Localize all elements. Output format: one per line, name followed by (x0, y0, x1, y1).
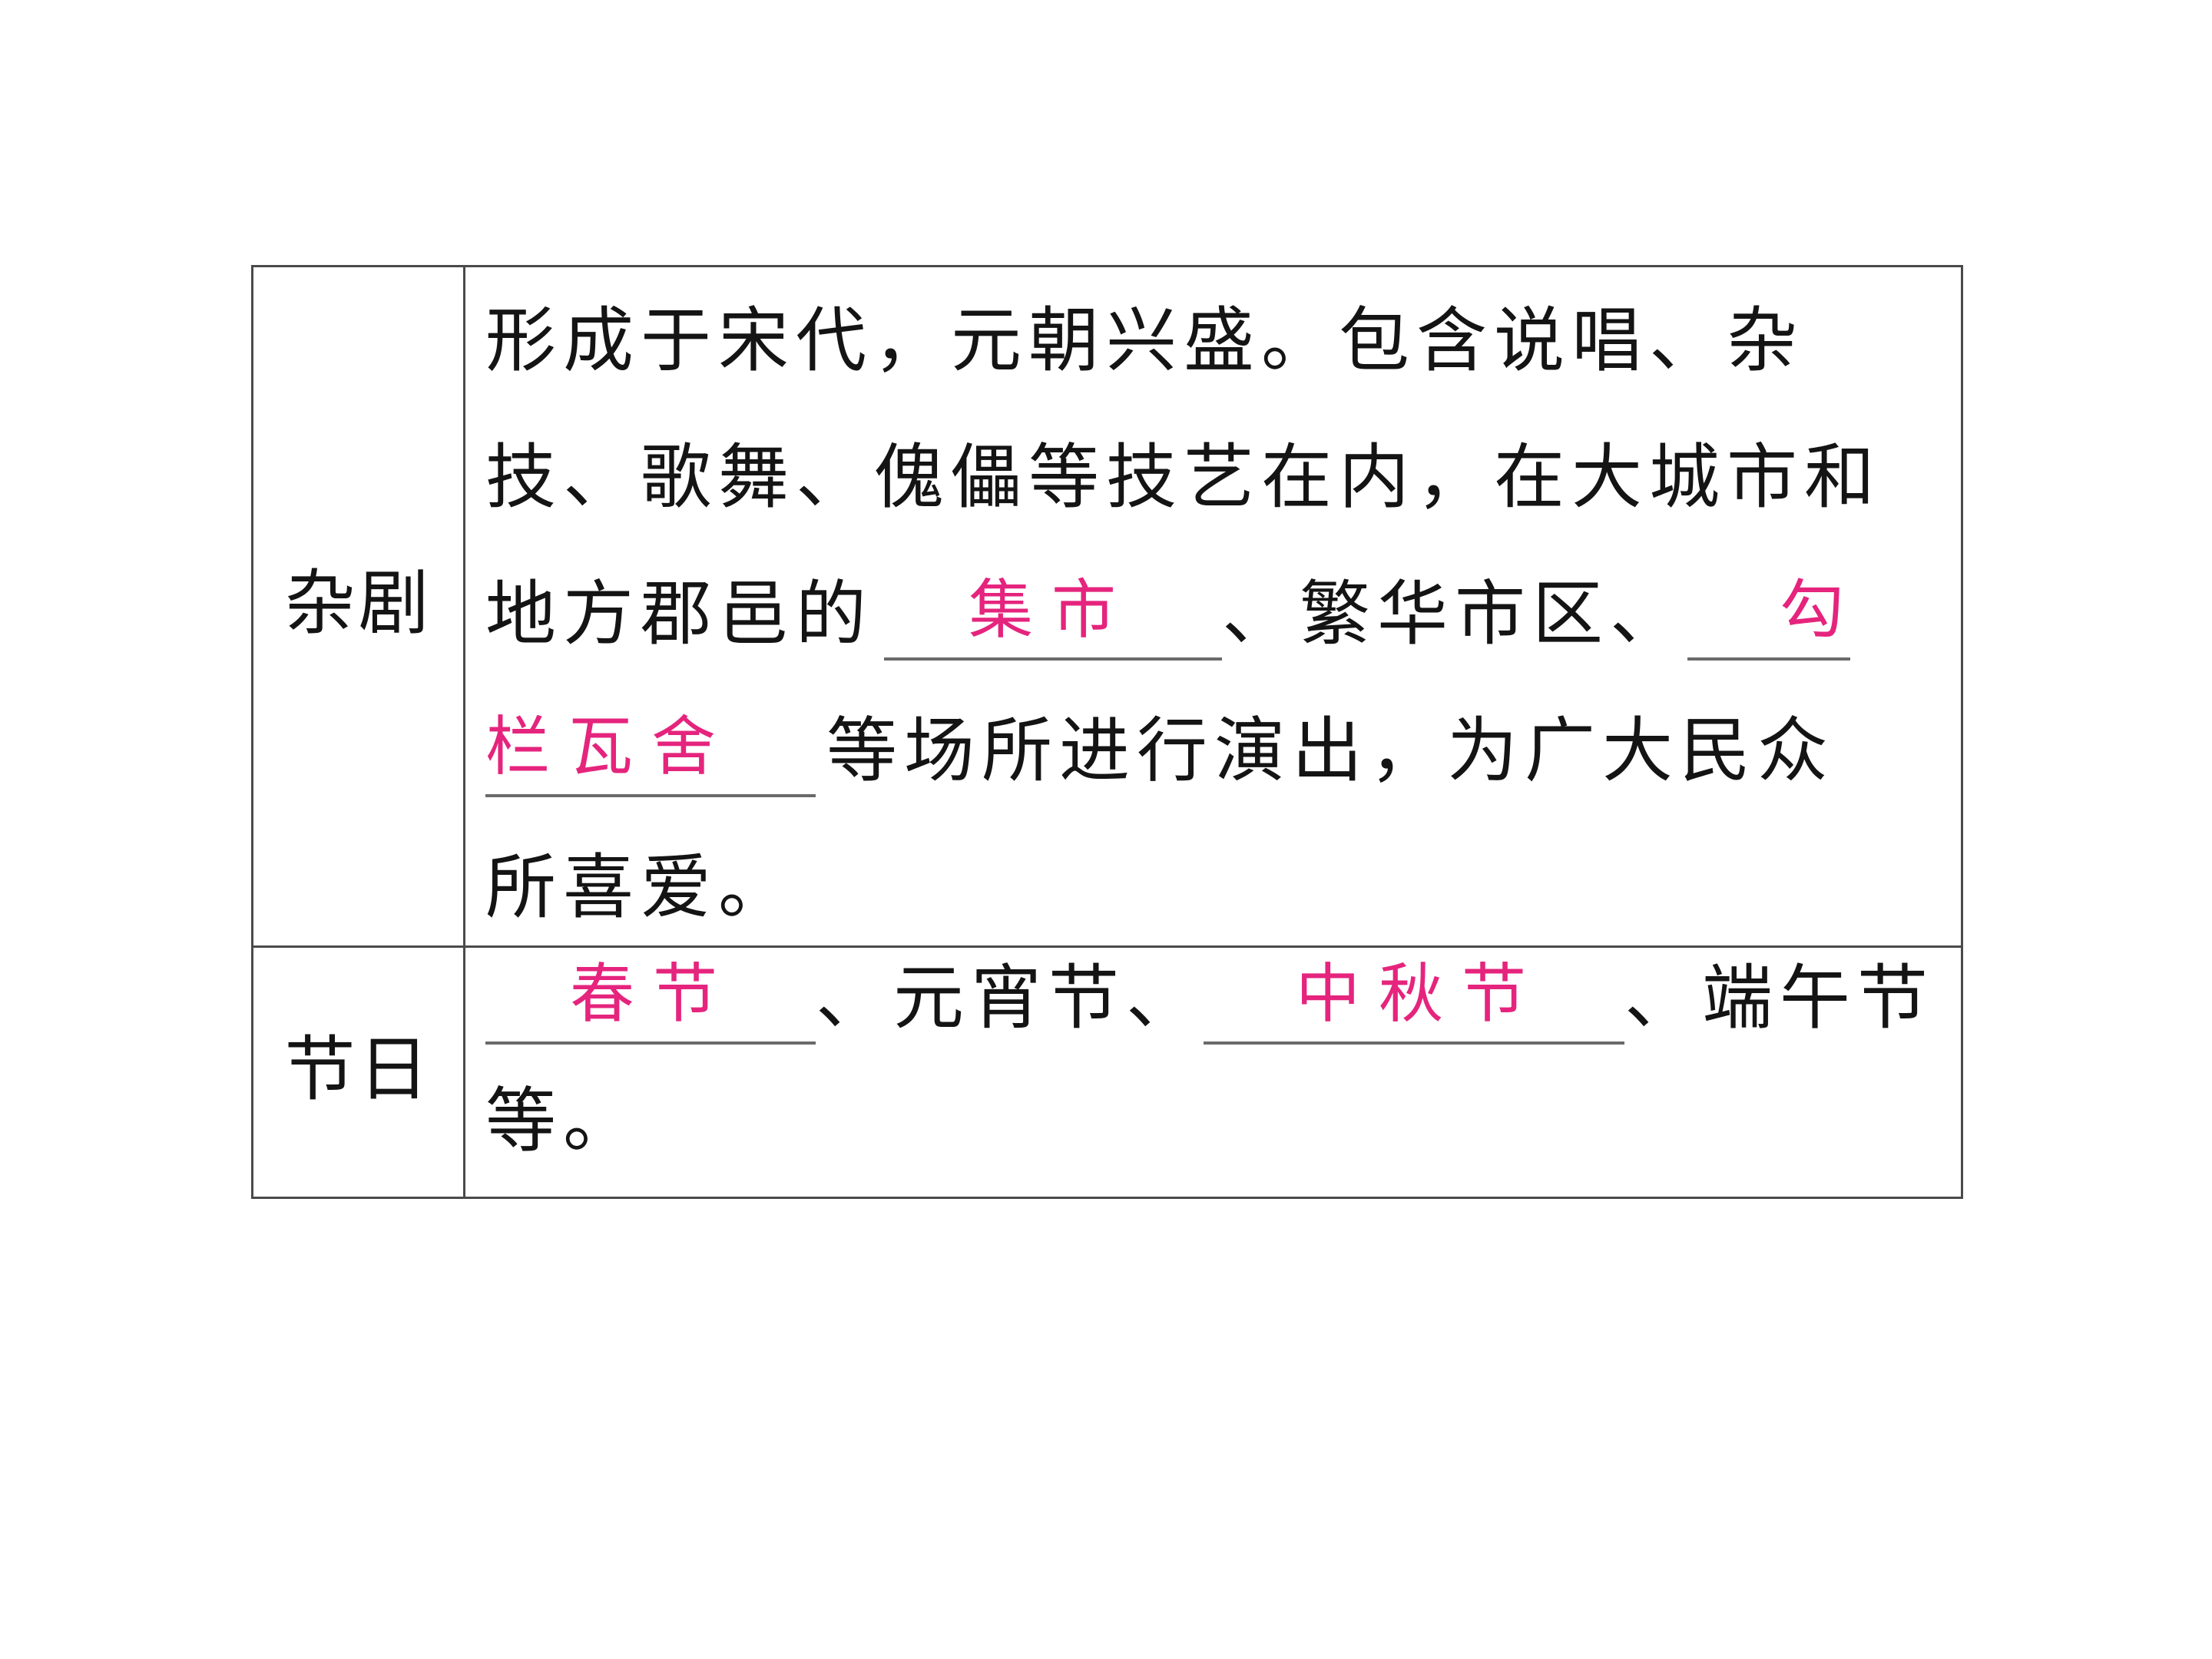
jieri-line-2: 等。 (485, 1080, 641, 1162)
zaju-line-3-text-a: 地方郡邑的 (485, 573, 874, 655)
answer-blank-jishi[interactable]: 集市 (884, 568, 1223, 661)
answer-chunjie: 春节 (570, 956, 737, 1031)
zaju-line-3-text-b: 、繁华市区、 (1222, 573, 1688, 655)
zaju-line-5: 所喜爱。 (485, 846, 796, 929)
answer-jishi: 集市 (969, 572, 1135, 647)
row-label-jieri: 节日 (284, 1028, 432, 1111)
fill-in-table: 杂剧 形成于宋代，元朝兴盛。包含说唱、杂 技、歌舞、傀儡等技艺在内，在大城市和 … (251, 265, 1963, 1199)
answer-zhongqiujie: 中秋节 (1296, 956, 1545, 1031)
answer-blank-goulan-start[interactable]: 勾 (1687, 568, 1851, 661)
answer-gou: 勾 (1780, 572, 1863, 647)
zaju-line-1: 形成于宋代，元朝兴盛。包含说唱、杂 (485, 300, 1805, 382)
answer-blank-chunjie[interactable]: 春节 (485, 952, 816, 1045)
jieri-line-1: 春节 、元宵节、 中秋节 、端午节 (485, 952, 1935, 1045)
zaju-line-2: 技、歌舞、傀儡等技艺在内，在大城市和 (485, 436, 1883, 518)
column-divider (463, 267, 465, 1197)
answer-blank-zhongqiu[interactable]: 中秋节 (1204, 952, 1625, 1045)
answer-blank-goulan-end[interactable]: 栏瓦舍 (485, 705, 816, 797)
zaju-line-4: 栏瓦舍 等场所进行演出，为广大民众 (485, 705, 1835, 797)
zaju-line-4-text: 等场所进行演出，为广大民众 (826, 710, 1836, 792)
zaju-line-3: 地方郡邑的 集市 、繁华市区、勾 (485, 568, 1851, 661)
jieri-text-a: 、元宵节、 (816, 957, 1204, 1039)
row-divider (253, 945, 1961, 948)
answer-lanwashe: 栏瓦舍 (485, 709, 735, 784)
jieri-text-b: 、端午节 (1624, 957, 1936, 1039)
row-label-zaju: 杂剧 (284, 562, 432, 644)
